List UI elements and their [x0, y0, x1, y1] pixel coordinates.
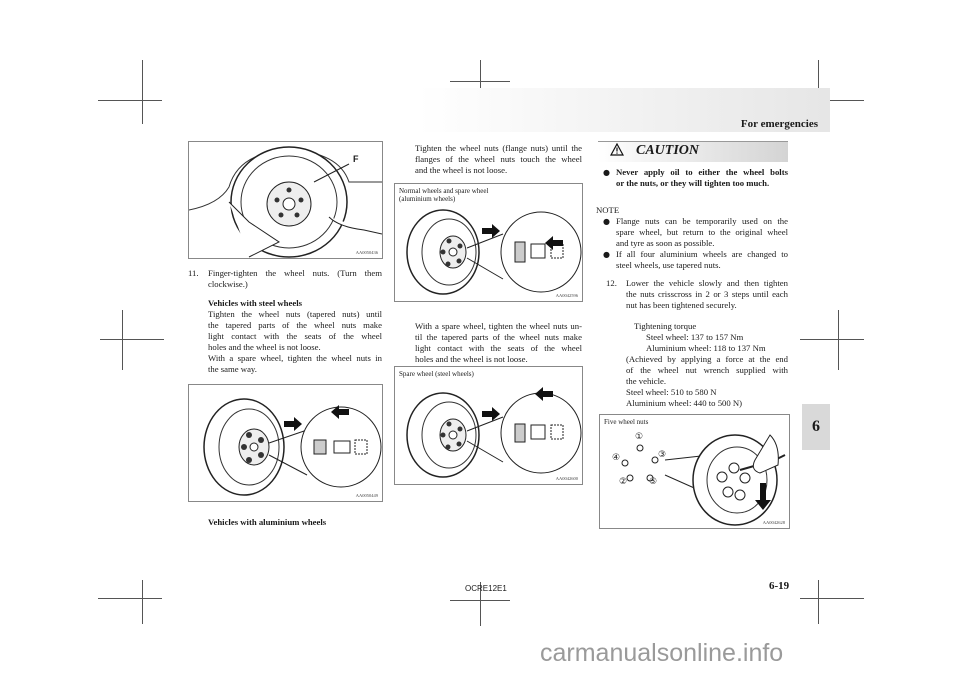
crop-mark — [480, 582, 481, 626]
note-line: If all four aluminium wheels are changed… — [616, 249, 788, 259]
crop-mark — [800, 100, 864, 101]
torque-note-line: Steel wheel: 510 to 580 N — [626, 387, 717, 397]
steel-text-line: With a spare wheel, tighten the wheel nu… — [208, 353, 382, 363]
torque-note-line: (Achieved by applying a force at the end — [626, 354, 788, 364]
step-line: Lower the vehicle slowly and then tighte… — [626, 278, 788, 288]
nut-label-3: ③ — [658, 450, 667, 460]
crop-mark — [838, 310, 839, 370]
torque-note-line: the vehicle. — [626, 376, 667, 386]
spare-wheel-text: With a spare wheel, tighten the wheel nu… — [415, 321, 582, 365]
note-label: NOTE — [596, 205, 620, 215]
intro-line: flanges of the wheel nuts touch the whee… — [415, 154, 582, 164]
caution-text: ● Never apply oil to either the wheel bo… — [603, 167, 788, 189]
note-line: Flange nuts can be temporarily used on t… — [616, 216, 788, 226]
figure-wheel-mounting: F AA0050436 — [188, 141, 383, 259]
document-code: OCRE12E1 — [465, 584, 507, 593]
nut-label-5: ⑤ — [649, 477, 658, 487]
crop-mark — [800, 339, 864, 340]
header-band — [418, 88, 830, 132]
step-text-line: Finger-tighten the wheel nuts. (Turn the… — [208, 268, 382, 278]
torque-aluminium: Aluminium wheel: 118 to 137 Nm — [646, 343, 766, 353]
tightening-torque: Tightening torque Steel wheel: 137 to 15… — [626, 321, 788, 409]
spare-line: With a spare wheel, tighten the wheel nu… — [415, 321, 582, 331]
figure-code: AA0042600 — [555, 476, 578, 481]
nut-label-4: ④ — [612, 453, 621, 463]
steel-text-line: the tapered parts of the wheel nuts make — [208, 320, 382, 330]
crop-mark — [450, 81, 510, 82]
steel-text-line: holes and the wheel is not loose. — [208, 342, 321, 352]
caution-line: or the nuts, or they will tighten too mu… — [616, 178, 770, 188]
aluminium-wheels-heading: Vehicles with aluminium wheels — [208, 517, 327, 527]
figure-callout-f: F — [353, 154, 359, 164]
watermark-link[interactable]: carmanualsonline.info — [540, 639, 784, 667]
torque-note-line: of the wheel nut wrench supplied with — [626, 365, 788, 375]
step-number: 11. — [188, 268, 199, 278]
caution-banner — [598, 141, 788, 162]
figure-spare-steel-wheel: Spare wheel (steel wheels) AA0042600 — [394, 366, 583, 485]
figure-caption: Normal wheels and spare wheel (aluminium… — [399, 187, 488, 203]
crop-mark — [450, 600, 510, 601]
spare-line: holes and the wheel is not loose. — [415, 354, 528, 364]
crop-mark — [800, 598, 864, 599]
figure-caption: Spare wheel (steel wheels) — [399, 370, 474, 378]
figure-five-wheel-nuts: Five wheel nuts ① ② ③ ④ ⑤ AA0042628 — [599, 414, 790, 529]
bullet-icon: ● — [603, 217, 610, 226]
figure-code: AA0050449 — [355, 493, 378, 498]
crop-mark — [142, 580, 143, 624]
step-line: the nuts crisscross in 2 or 3 steps unti… — [626, 289, 788, 299]
note-line: and tyre as soon as possible. — [616, 238, 715, 248]
spare-line: light contact with the seats of the whee… — [415, 343, 582, 353]
chapter-tab: 6 — [802, 404, 830, 450]
crop-mark — [98, 100, 162, 101]
caption-line: (aluminium wheels) — [399, 195, 456, 203]
note-line: steel wheels, use tapered nuts. — [616, 260, 721, 270]
crop-mark — [98, 598, 162, 599]
nut-label-2: ② — [619, 477, 628, 487]
page-number: 6-19 — [769, 580, 790, 592]
step-line: nut has been tightened securely. — [626, 300, 737, 310]
caution-line: Never apply oil to either the wheel bolt… — [616, 167, 788, 177]
step-text-line: clockwise.) — [208, 279, 248, 289]
section-title: For emergencies — [740, 118, 818, 130]
figure-caption: Five wheel nuts — [604, 418, 649, 426]
note-section: NOTE ● Flange nuts can be temporarily us… — [596, 205, 788, 271]
flange-nut-intro: Tighten the wheel nuts (flange nuts) unt… — [415, 143, 582, 176]
figure-aluminium-wheels: Normal wheels and spare wheel (aluminium… — [394, 183, 583, 302]
caution-title: CAUTION — [636, 143, 700, 158]
bullet-icon: ● — [603, 168, 610, 177]
figure-code: AA0042628 — [762, 520, 785, 525]
nut-label-1: ① — [635, 432, 644, 442]
torque-heading: Tightening torque — [634, 321, 697, 331]
intro-line: and the wheel is not loose. — [415, 165, 508, 175]
warning-triangle-icon — [609, 142, 625, 161]
step-number: 12. — [606, 278, 617, 288]
caption-line: Normal wheels and spare wheel — [399, 187, 489, 195]
torque-steel: Steel wheel: 137 to 157 Nm — [646, 332, 744, 342]
torque-note-line: Aluminium wheel: 440 to 500 N) — [626, 398, 743, 408]
step-12: 12. Lower the vehicle slowly and then ti… — [606, 278, 788, 311]
crop-mark — [122, 310, 123, 370]
step-11: 11. Finger-tighten the wheel nuts. (Turn… — [188, 268, 382, 375]
intro-line: Tighten the wheel nuts (flange nuts) unt… — [415, 143, 582, 153]
steel-text-line: the same way. — [208, 364, 257, 374]
spare-line: til the tapered parts of the wheel nuts … — [415, 332, 582, 342]
steel-text-line: light contact with the seats of the whee… — [208, 331, 382, 341]
steel-text-line: Tighten the wheel nuts (tapered nuts) un… — [208, 309, 382, 319]
crop-mark — [100, 339, 164, 340]
crop-mark — [818, 580, 819, 624]
figure-steel-wheel: AA0050449 — [188, 384, 383, 502]
figure-code: AA0042596 — [555, 293, 578, 298]
bullet-icon: ● — [603, 250, 610, 259]
note-line: spare wheel, but return to the original … — [616, 227, 788, 237]
crop-mark — [480, 60, 481, 104]
crop-mark — [142, 60, 143, 124]
figure-code: AA0050436 — [355, 250, 378, 255]
steel-wheels-heading: Vehicles with steel wheels — [208, 298, 303, 308]
